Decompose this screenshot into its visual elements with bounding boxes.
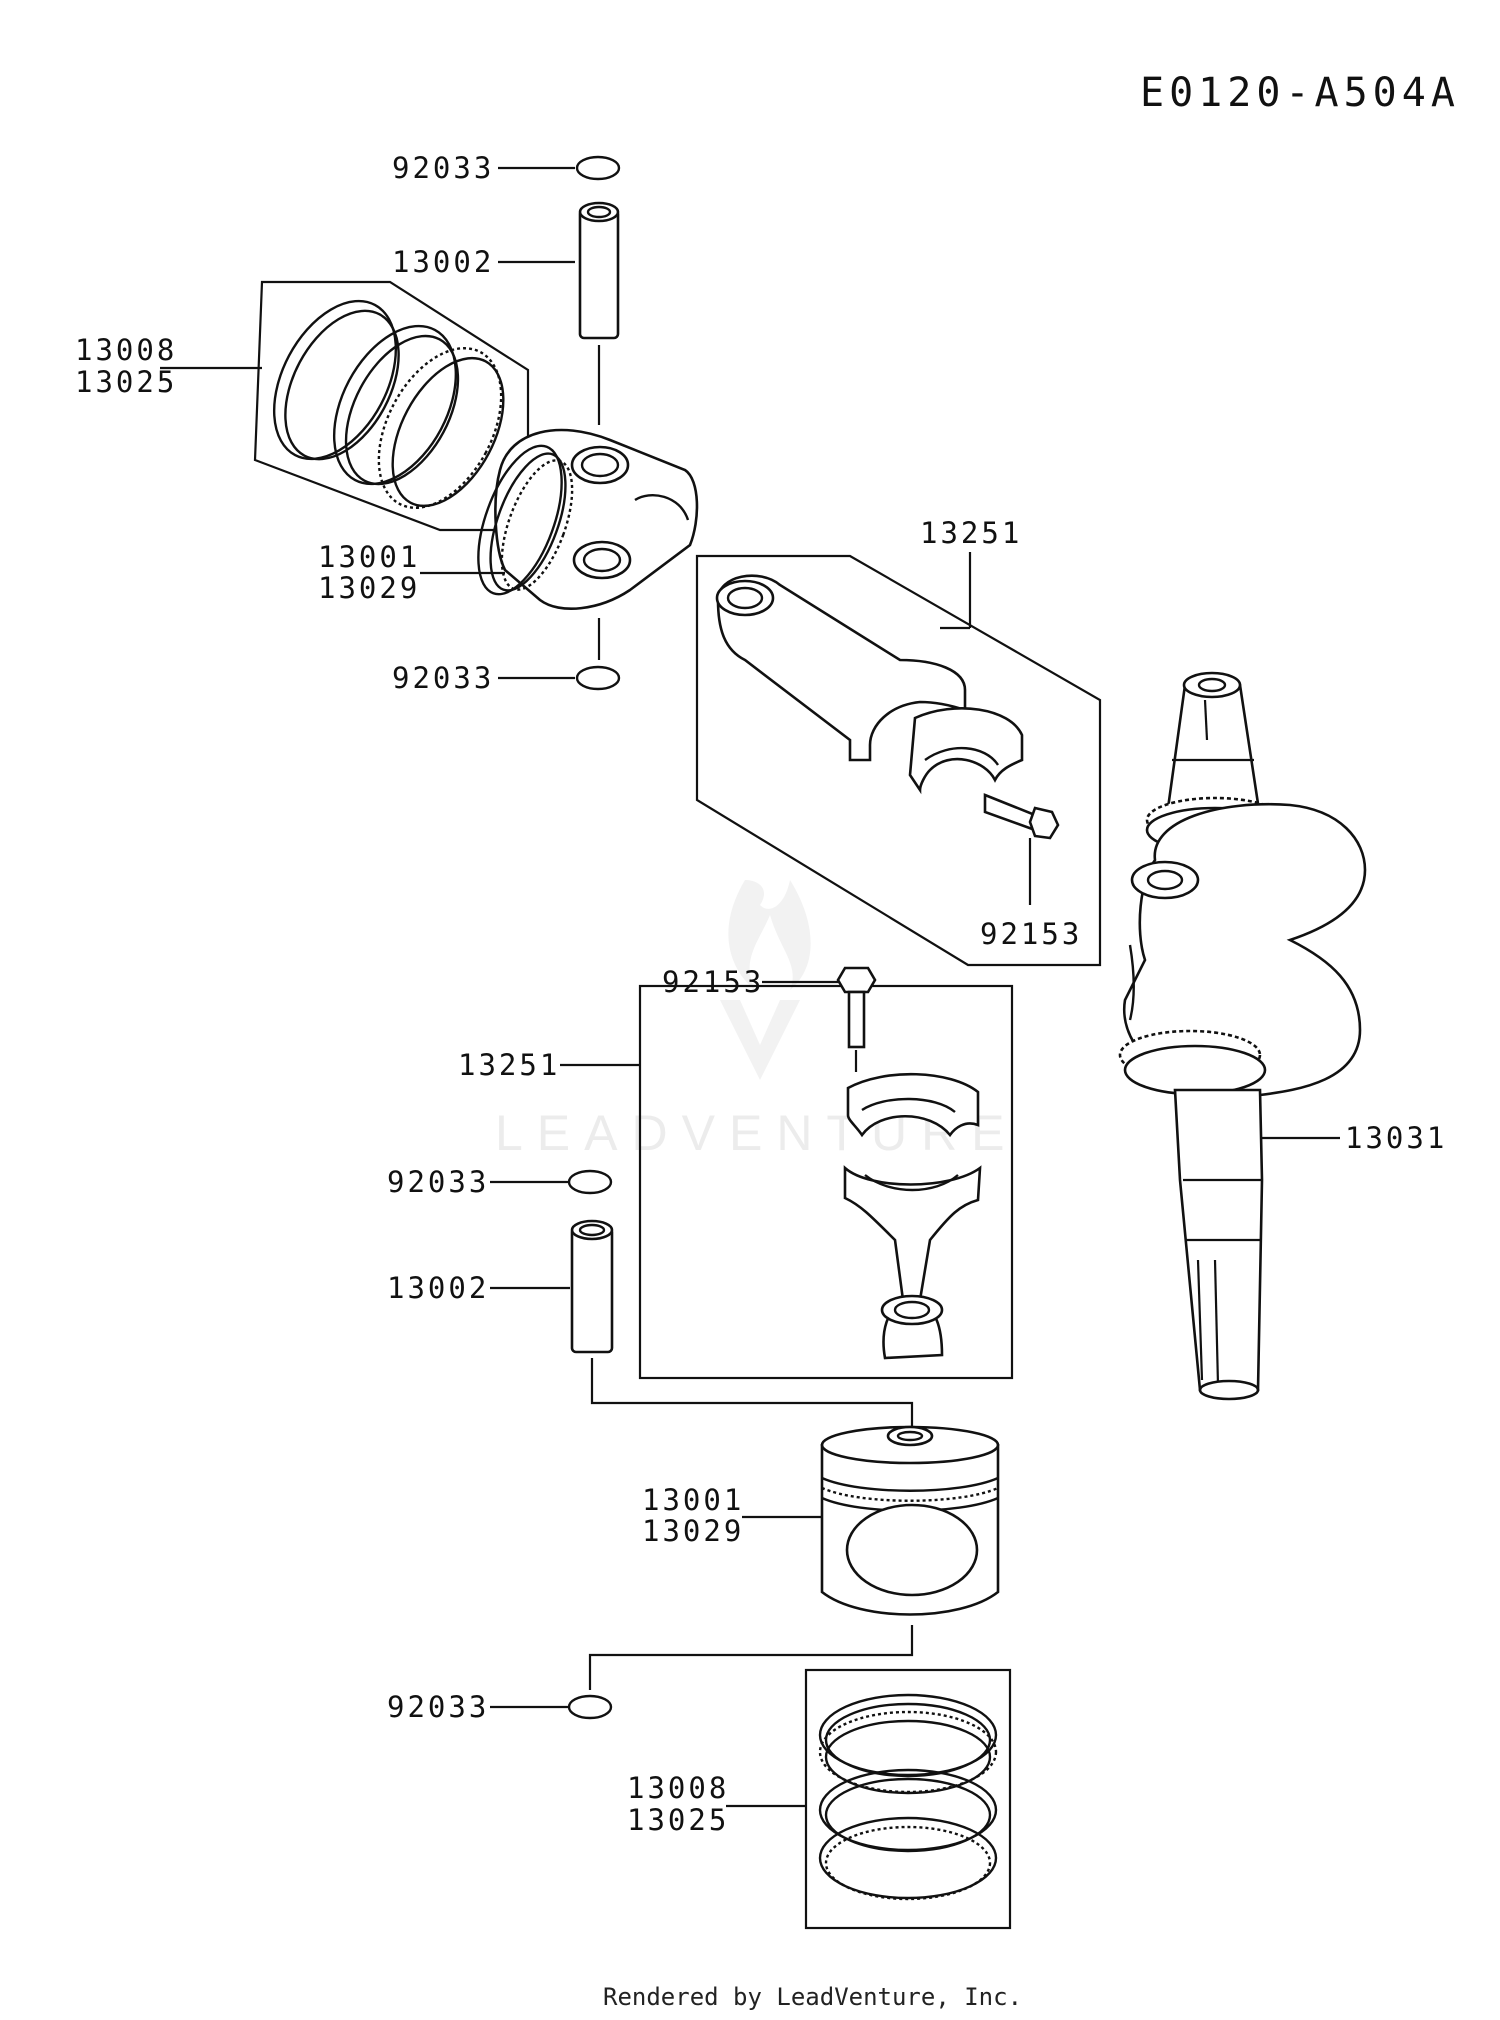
label-rings-low-b: 13025	[627, 1803, 729, 1837]
label-bolt-top: 92153	[980, 917, 1082, 951]
circlip-low	[567, 1169, 613, 1195]
rod-bolt-top	[983, 793, 1060, 840]
connecting-rod-top	[715, 574, 1024, 795]
rod-box-mid	[638, 984, 1014, 1380]
rings-box-low	[804, 1668, 1012, 1930]
rod-box-top	[695, 554, 1102, 967]
label-rod-top: 13251	[920, 516, 1022, 550]
diagram-code: E0120-A504A	[1140, 70, 1460, 116]
label-clip-mid: 92033	[392, 661, 494, 695]
piston-rings-top	[272, 299, 505, 509]
rod-bolt-mid	[836, 966, 877, 1049]
crankshaft	[1118, 671, 1367, 1401]
label-pin-low: 13002	[387, 1271, 489, 1305]
piston-rings-low	[818, 1693, 998, 1901]
circlip-top	[575, 155, 621, 181]
watermark-logo	[720, 880, 811, 1080]
connecting-rod-mid	[843, 1072, 982, 1360]
footer-credit: Rendered by LeadVenture, Inc.	[603, 1983, 1022, 2011]
label-piston-top-b: 13029	[318, 571, 420, 605]
label-clip-top: 92033	[392, 151, 494, 185]
piston-top	[477, 428, 699, 610]
label-pin-top: 13002	[392, 245, 494, 279]
circlip-bottom	[567, 1694, 613, 1720]
label-bolt-mid: 92153	[662, 965, 764, 999]
piston-pin-top	[578, 201, 620, 340]
label-clip-low: 92033	[387, 1165, 489, 1199]
label-rings-top-a: 13008	[75, 333, 177, 367]
piston-low	[820, 1425, 1000, 1616]
circlip-mid	[575, 665, 621, 691]
label-rod-mid: 13251	[458, 1048, 560, 1082]
label-clip-bottom: 92033	[387, 1690, 489, 1724]
label-piston-low-a: 13001	[642, 1483, 744, 1517]
label-piston-top-a: 13001	[318, 540, 420, 574]
label-rings-low-a: 13008	[627, 1771, 729, 1805]
label-rings-top-b: 13025	[75, 365, 177, 399]
label-piston-low-b: 13029	[642, 1514, 744, 1548]
piston-pin-low	[570, 1219, 614, 1354]
label-crankshaft: 13031	[1345, 1121, 1447, 1155]
